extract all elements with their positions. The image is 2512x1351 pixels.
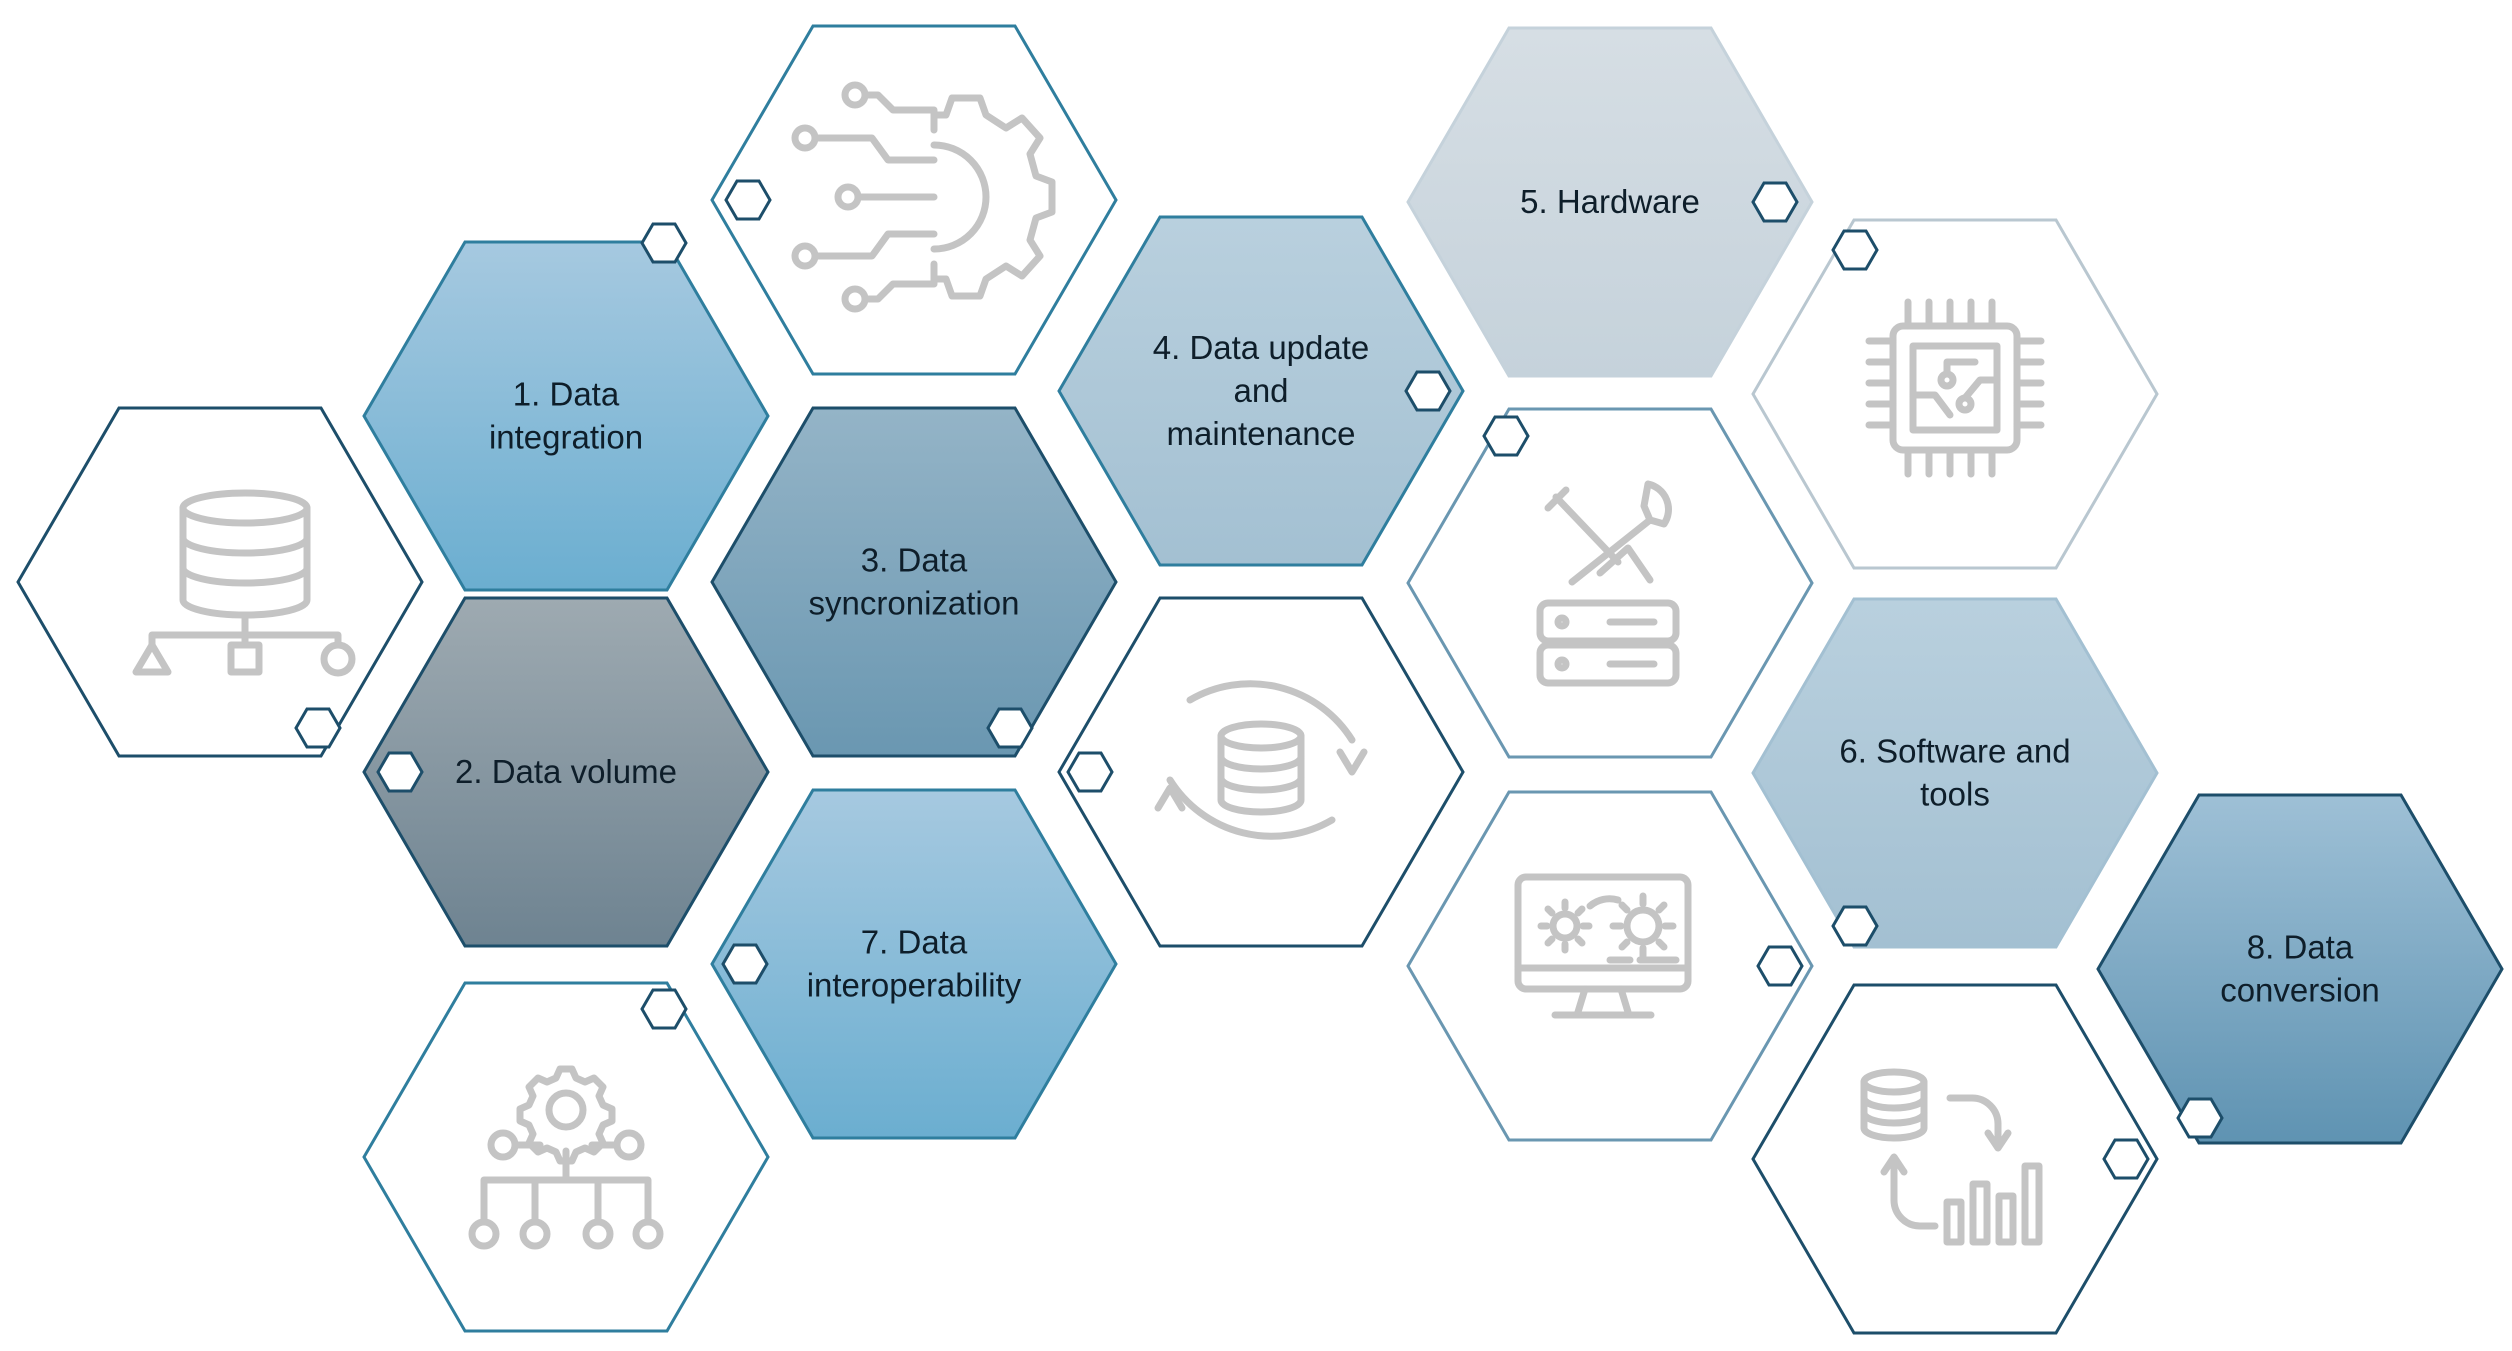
connector-hexagon bbox=[721, 943, 769, 985]
database-sync-icon bbox=[1154, 680, 1368, 840]
topic-label-line: conversion bbox=[2220, 972, 2380, 1009]
icon-hexagon-cpu-chip bbox=[1751, 218, 2159, 570]
topic-label-software-and-tools: 6. Software and tools bbox=[1839, 733, 2070, 813]
connector-hexagon bbox=[640, 222, 688, 264]
icon-hexagon-data-conversion-chart bbox=[1751, 983, 2159, 1335]
gear-hierarchy-icon bbox=[468, 1065, 664, 1250]
topic-label-data-conversion: 8. Data conversion bbox=[2220, 929, 2380, 1009]
topic-hexagon-data-integration bbox=[362, 240, 770, 592]
icon-hexagon-tools-server bbox=[1406, 407, 1814, 759]
topic-hexagon-data-synchronization bbox=[710, 406, 1118, 758]
topic-label-line: 8. Data bbox=[2247, 929, 2354, 966]
topic-hexagon-data-interoperability bbox=[710, 788, 1118, 1140]
connector-hexagon bbox=[1066, 751, 1114, 793]
connector-hexagon bbox=[294, 707, 342, 749]
topic-label-line: 5. Hardware bbox=[1520, 183, 1700, 220]
topic-label-line: maintenance bbox=[1167, 415, 1356, 452]
topic-label-line: and bbox=[1233, 372, 1288, 409]
connector-hexagon bbox=[1831, 905, 1879, 947]
topic-hexagon-data-update-and-maintenance bbox=[1057, 215, 1465, 567]
connector-hexagon bbox=[376, 751, 424, 793]
topic-hexagon-hardware bbox=[1406, 26, 1814, 378]
topic-label-line: 6. Software and bbox=[1839, 733, 2070, 770]
cpu-chip-icon bbox=[1865, 298, 2045, 478]
connector-hexagon bbox=[1482, 415, 1530, 457]
tools-server-icon bbox=[1536, 480, 1680, 687]
topic-label-data-integration: 1. Data integration bbox=[489, 376, 643, 456]
topic-label-line: interoperability bbox=[807, 967, 1022, 1004]
topic-hexagon-software-and-tools bbox=[1751, 597, 2159, 949]
topic-label-hardware: 5. Hardware bbox=[1520, 183, 1700, 220]
topic-label-line: 7. Data bbox=[861, 924, 968, 961]
connector-hexagon bbox=[2102, 1138, 2150, 1180]
topic-label-line: integration bbox=[489, 419, 643, 456]
circuit-gear-icon bbox=[791, 81, 1056, 313]
connector-hexagon bbox=[1756, 945, 1804, 987]
topic-label-line: syncronization bbox=[809, 585, 1020, 622]
topic-label-line: 3. Data bbox=[861, 542, 968, 579]
monitor-gears-icon bbox=[1514, 873, 1692, 1019]
topic-label-data-update-and-maintenance: 4. Data update and maintenance bbox=[1153, 329, 1370, 452]
data-conversion-chart-icon bbox=[1860, 1068, 2043, 1246]
connector-hexagon bbox=[724, 179, 772, 221]
connector-hexagon bbox=[640, 988, 688, 1030]
database-network-icon bbox=[132, 489, 356, 677]
topic-label-data-synchronization: 3. Data syncronization bbox=[809, 542, 1020, 622]
connector-hexagon bbox=[2176, 1097, 2224, 1139]
topic-label-data-volume: 2. Data volume bbox=[455, 753, 677, 790]
topic-label-data-interoperability: 7. Data interoperability bbox=[807, 924, 1022, 1004]
topic-hexagon-data-volume bbox=[362, 596, 770, 948]
topic-label-line: 1. Data bbox=[513, 376, 620, 413]
topic-label-line: tools bbox=[1920, 776, 1990, 813]
connector-hexagon bbox=[1751, 181, 1799, 223]
connector-hexagon bbox=[1831, 229, 1879, 271]
topic-label-line: 4. Data update bbox=[1153, 329, 1370, 366]
topic-hexagon-data-conversion bbox=[2096, 793, 2504, 1145]
topic-label-line: 2. Data volume bbox=[455, 753, 677, 790]
connector-hexagon bbox=[1404, 370, 1452, 412]
connector-hexagon bbox=[986, 707, 1034, 749]
